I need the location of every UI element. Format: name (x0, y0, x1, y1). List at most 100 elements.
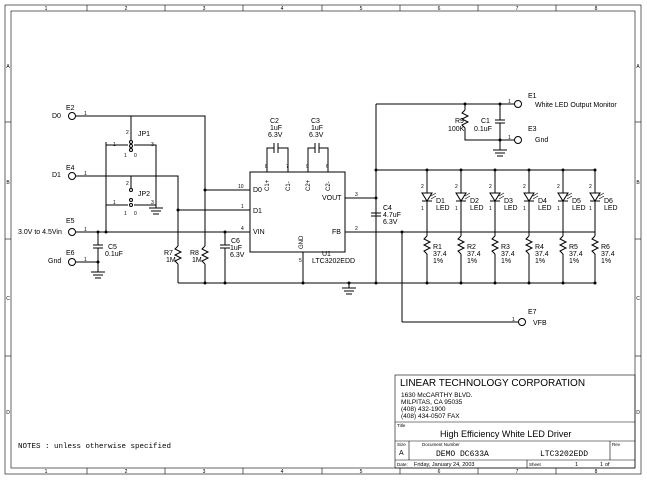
terminal-e1-pad-icon (514, 100, 522, 108)
ic-u1-pin-c1p-name: C1+ (265, 179, 271, 191)
resistor-r1-icon (422, 235, 432, 255)
capacitor-c2-value: 1uF (270, 125, 282, 132)
capacitor-c3-value: 1uF (311, 125, 323, 132)
led-d6-ref: D6 (604, 198, 613, 205)
sheet-label: Sheet (529, 462, 542, 467)
resistor-r5-ref: R5 (569, 244, 578, 251)
capacitor-c6-voltage: 6.3V (230, 252, 245, 259)
led-d5-ray-1 (566, 192, 573, 197)
capacitor-c5-value: 0.1uF (105, 251, 123, 258)
terminal-e5-label: 3.0V to 4.5Vin (18, 229, 62, 236)
led-strings: 21D1LEDR137.41%21D2LEDR237.41%21D3LEDR33… (402, 168, 618, 285)
jumper-jp2-label-0: 0 (134, 211, 137, 217)
col-label-2: 2 (125, 6, 128, 12)
col-label-bottom-2: 2 (125, 469, 128, 475)
row-label-d: D (6, 410, 10, 416)
jumper-jp2-label-1: 1 (124, 211, 127, 217)
led-d3-node (493, 168, 497, 172)
terminal-e5-pin: 1 (84, 227, 87, 233)
col-label-bottom-7: 7 (516, 469, 519, 475)
led-d3-cathode-pin: 1 (489, 206, 492, 212)
ic-u1-pin-gnd-name: GND (299, 235, 305, 249)
input-wires (76, 115, 240, 279)
resistor-r2-ref: R2 (467, 244, 476, 251)
led-d5-cathode-pin: 1 (557, 206, 560, 212)
col-label-bottom-8: 8 (595, 469, 598, 475)
led-d6-cathode-pin: 1 (589, 206, 592, 212)
jumper-jp2-pin-2: 2 (126, 181, 129, 187)
jumper-jp2-ref: JP2 (138, 191, 150, 198)
ic-u1-pin-gnd-num: 5 (299, 258, 302, 264)
resistor-r7-ref: R7 (164, 250, 173, 257)
row-label-right-a: A (636, 64, 640, 70)
led-d4-cathode-pin: 1 (523, 206, 526, 212)
col-label-bottom-6: 6 (438, 469, 441, 475)
col-label-3: 3 (203, 6, 206, 12)
resistor-r9: R9 100K (448, 104, 500, 141)
border-columns-top: 1 2 3 4 5 6 7 8 (45, 5, 598, 12)
row-label-b: B (6, 180, 10, 186)
address-line-1: 1630 McCARTHY BLVD. (401, 392, 473, 399)
capacitor-c3-ref: C3 (311, 118, 320, 125)
border-columns-bottom: 1 2 3 4 5 6 7 8 (45, 468, 598, 475)
resistor-r8-value: 1M (192, 257, 202, 264)
led-d1-node (425, 168, 429, 172)
ic-u1-pin-c2p-name: C2+ (306, 179, 312, 191)
resistor-r6-icon (590, 235, 600, 255)
ic-u1-pin-vin-name: VIN (253, 229, 265, 236)
row-label-c: C (6, 296, 10, 302)
capacitor-c5: C5 0.1uF (93, 230, 123, 264)
terminal-e5-pad-icon (68, 228, 76, 236)
resistor-r1-ref: R1 (433, 244, 442, 251)
resistor-r3-value: 37.4 (501, 251, 515, 258)
led-d2-ref: D2 (470, 198, 479, 205)
capacitor-c2-ref: C2 (270, 118, 279, 125)
led-d5-ray-2 (566, 195, 573, 200)
capacitor-c3: C3 1uF 6.3V (307, 118, 329, 162)
fb-net (400, 230, 595, 323)
address-line-2: MILPITAS, CA 95035 (401, 399, 463, 406)
resistor-r2-value: 37.4 (467, 251, 481, 258)
terminal-e6-ref: E6 (66, 250, 75, 257)
terminal-e6-pin: 1 (84, 257, 87, 263)
sheet-of-label: of (605, 462, 610, 468)
ic-u1-pin-c1m-name: C1- (286, 181, 292, 191)
ic-u1-ref: U1 (322, 251, 331, 258)
capacitor-c6-ref: C6 (231, 238, 240, 245)
led-d2-icon (455, 192, 467, 202)
led-d4-type: LED (538, 205, 552, 212)
col-label-5: 5 (360, 6, 363, 12)
terminal-e6-pad-icon (68, 258, 76, 266)
terminal-e4-pin: 1 (84, 171, 87, 177)
ground-bus (178, 281, 402, 295)
capacitor-c1: C1 0.1uF (474, 104, 507, 157)
led-d5-icon (557, 192, 569, 202)
ic-u1-pin-c2p-num: 9 (306, 164, 309, 170)
drawing-title: High Efficiency White LED Driver (440, 429, 571, 439)
ic-u1-pin-d0-name: D0 (253, 187, 262, 194)
ic-u1-pin-d1-name: D1 (253, 208, 262, 215)
title-block: LINEAR TECHNOLOGY CORPORATION 1630 McCAR… (394, 374, 636, 469)
terminal-e7-pin: 1 (512, 317, 515, 323)
col-label-bottom-4: 4 (281, 469, 284, 475)
led-d2-node (459, 168, 463, 172)
row-label-right-b: B (636, 180, 640, 186)
terminal-e3-pad-icon (514, 136, 522, 144)
title-label: Title (397, 423, 406, 428)
led-d5-ref: D5 (572, 198, 581, 205)
led-d2-cathode-pin: 1 (455, 206, 458, 212)
led-d2-type: LED (470, 205, 484, 212)
terminal-e6-label: Gnd (48, 258, 61, 265)
terminal-e1-ref: E1 (528, 93, 537, 100)
terminal-e7-pad-icon (518, 318, 526, 326)
capacitor-c6-value: 1uF (230, 245, 242, 252)
col-label-bottom-1: 1 (45, 469, 48, 475)
terminal-e7-label: VFB (533, 320, 547, 327)
led-d4-ray-2 (532, 195, 539, 200)
ic-u1-pin-vin-num: 4 (241, 226, 244, 232)
date-label: Date: (397, 462, 408, 467)
resistor-r9-value: 100K (448, 126, 465, 133)
row-label-right-c: C (636, 296, 640, 302)
capacitor-c3-voltage: 6.3V (309, 132, 324, 139)
